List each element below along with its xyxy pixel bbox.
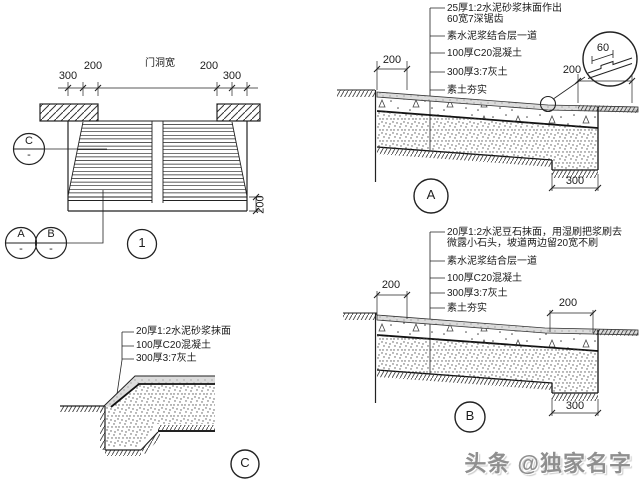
plan-dim-200-left: 200 xyxy=(83,60,103,72)
plan-callout-b-sheet: - xyxy=(49,243,53,255)
section-a-dim-top-right: 200 xyxy=(562,64,582,76)
section-b-note-4: 100厚C20混凝土 xyxy=(447,273,523,284)
detail-c-note-3: 300厚3:7灰土 xyxy=(136,353,197,364)
detail-c-linework xyxy=(60,331,260,479)
section-a-dim-bottom-300: 300 xyxy=(565,175,585,187)
section-a-linework xyxy=(337,7,639,214)
section-a-note-5: 300厚3:7灰土 xyxy=(447,67,508,78)
plan-callout-c-sheet: - xyxy=(27,149,31,161)
section-b-note-3: 素水泥浆结合层一道 xyxy=(447,256,537,267)
section-b-dim-bottom-300: 300 xyxy=(565,400,585,412)
section-a-detail-dim-60: 60 xyxy=(596,42,610,54)
section-a-note-6: 素土夯实 xyxy=(447,85,487,96)
plan-callout-b-label: B xyxy=(47,228,55,240)
section-b-note-2: 微露小石头，坡道两边留20宽不刷 xyxy=(447,238,599,249)
section-a-label: A xyxy=(426,187,436,202)
section-b-dim-top-left: 200 xyxy=(381,279,401,291)
plan-dim-200-right: 200 xyxy=(199,60,219,72)
section-a-dim-top-left: 200 xyxy=(382,54,402,66)
detail-c-label: C xyxy=(240,455,250,470)
plan-dim-200-vertical: 200 xyxy=(254,195,267,214)
plan-callout-c-label: C xyxy=(25,135,33,147)
section-b-dim-top-right: 200 xyxy=(558,297,578,309)
plan-view-linework xyxy=(4,82,262,260)
section-a-note-3: 素水泥浆结合层一道 xyxy=(447,31,537,42)
plan-view-number: 1 xyxy=(138,235,146,250)
detail-c-note-2: 100厚C20混凝土 xyxy=(136,340,212,351)
detail-c-note-1: 20厚1:2水泥砂浆抹面 xyxy=(136,326,232,337)
plan-callout-a-sheet: - xyxy=(19,243,23,255)
section-b-note-6: 素土夯实 xyxy=(447,303,487,314)
section-b-linework xyxy=(343,231,639,433)
plan-dim-300-right: 300 xyxy=(222,70,242,82)
plan-door-width-label: 门洞宽 xyxy=(145,58,175,69)
section-a-note-2: 60宽7深锯齿 xyxy=(447,14,504,25)
plan-dim-300-left: 300 xyxy=(58,70,78,82)
section-a-note-4: 100厚C20混凝土 xyxy=(447,48,523,59)
section-b-label: B xyxy=(465,408,475,423)
toutiao-watermark: 头条 @独家名字 xyxy=(464,451,632,476)
section-a-note-1: 25厚1:2水泥砂浆抹面作出 xyxy=(447,3,563,14)
plan-callout-a-label: A xyxy=(17,228,25,240)
section-b-note-5: 300厚3:7灰土 xyxy=(447,288,508,299)
section-b-note-1: 20厚1:2水泥豆石抹面，用湿刷把浆刷去 xyxy=(447,227,623,238)
